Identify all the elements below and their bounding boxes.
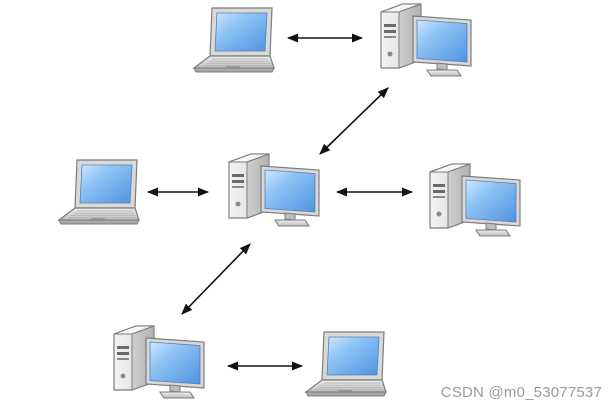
desktop-middle-right-desktop-computer-icon (429, 163, 521, 237)
computer-nodes (57, 3, 521, 399)
laptop-bottom-right-laptop-icon (304, 331, 387, 397)
desktop-bottom-left-desktop-computer-icon (113, 325, 205, 399)
desktop-top-right-desktop-computer-icon (380, 3, 472, 77)
arrow-desktop-center-to-desktop-bottom-left (181, 243, 251, 315)
desktop-center-desktop-computer-icon (228, 153, 320, 227)
watermark: CSDN @m0_53077537 (440, 384, 602, 401)
laptop-top-laptop-icon (192, 7, 275, 73)
laptop-middle-left-laptop-icon (57, 159, 140, 225)
arrow-desktop-top-right-to-desktop-center (319, 87, 389, 155)
connection-arrows (146, 33, 414, 371)
